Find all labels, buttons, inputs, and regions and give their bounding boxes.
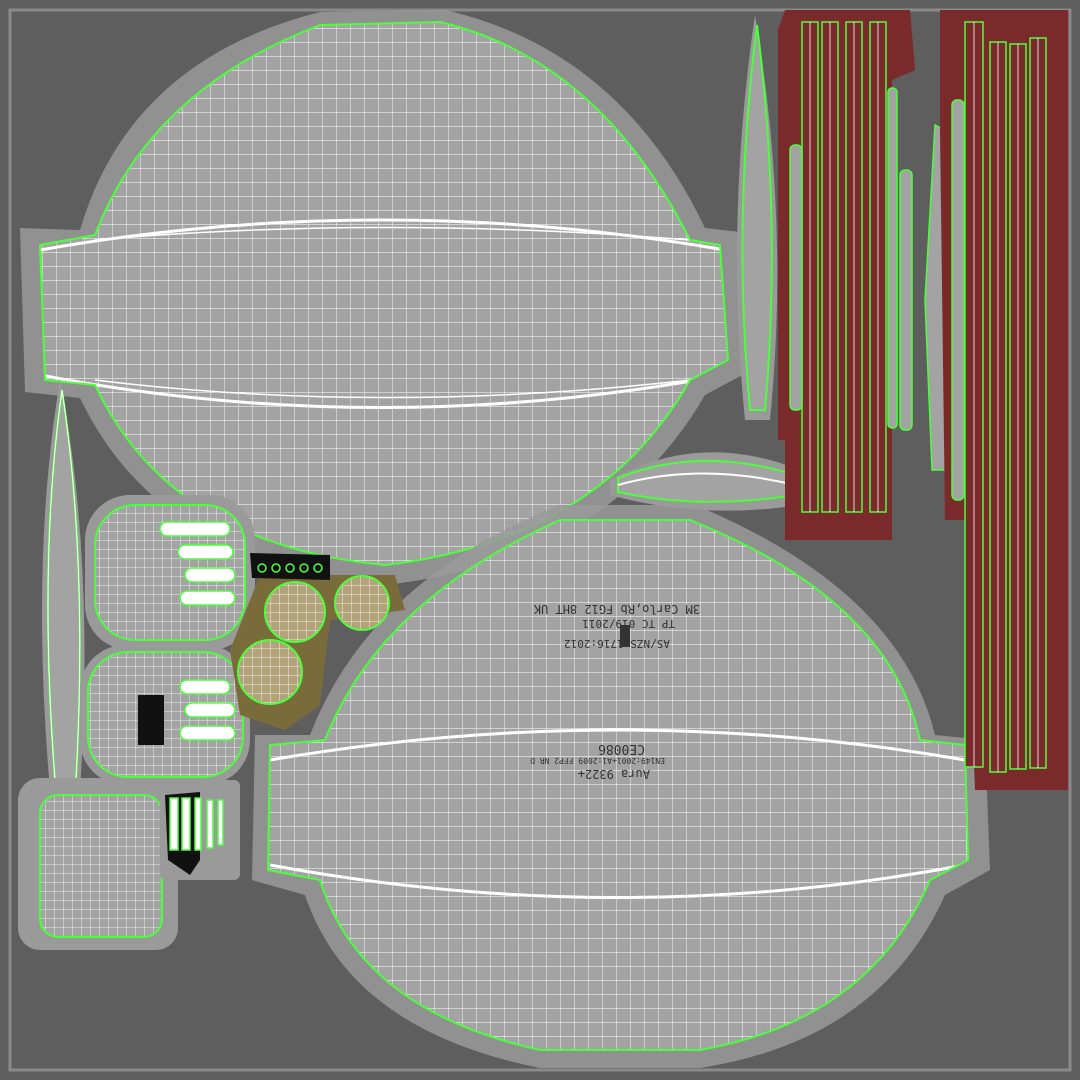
edge-strip-vertical (737, 15, 778, 420)
cert-line-2: TP TC 019/2011 (582, 617, 675, 630)
cert-line-6: EN149:2001+A1:2009 FFP2 NR D (530, 756, 665, 765)
cert-line-5: Aura 9322+ (578, 767, 650, 781)
cert-print: 3M Carlo,Rb FG12 8HT UK TP TC 019/2011 A… (530, 602, 700, 781)
cert-line-4: CE0086 (598, 741, 645, 756)
head-strap-island-right (940, 10, 1068, 790)
head-strap-island-left (778, 10, 946, 540)
square-pad-island (18, 778, 178, 950)
mask-shell-top-island (20, 10, 748, 585)
ear-loop-island-top (85, 495, 255, 650)
cert-line-1: 3M Carlo,Rb FG12 8HT UK (533, 602, 700, 616)
cert-line-3: AS/NZS 1716:2012 (564, 637, 670, 650)
mask-shell-bottom-island: 3M Carlo,Rb FG12 8HT UK TP TC 019/2011 A… (252, 505, 990, 1068)
nose-strip-island (42, 380, 85, 790)
dark-block (138, 695, 164, 745)
valve-icon (230, 553, 405, 730)
strap-icon (160, 780, 240, 880)
uv-frame (8, 8, 1072, 1072)
ear-loop-island-bottom (80, 645, 250, 785)
cert-barcode (620, 625, 630, 647)
edge-strip-horizontal (610, 452, 800, 511)
